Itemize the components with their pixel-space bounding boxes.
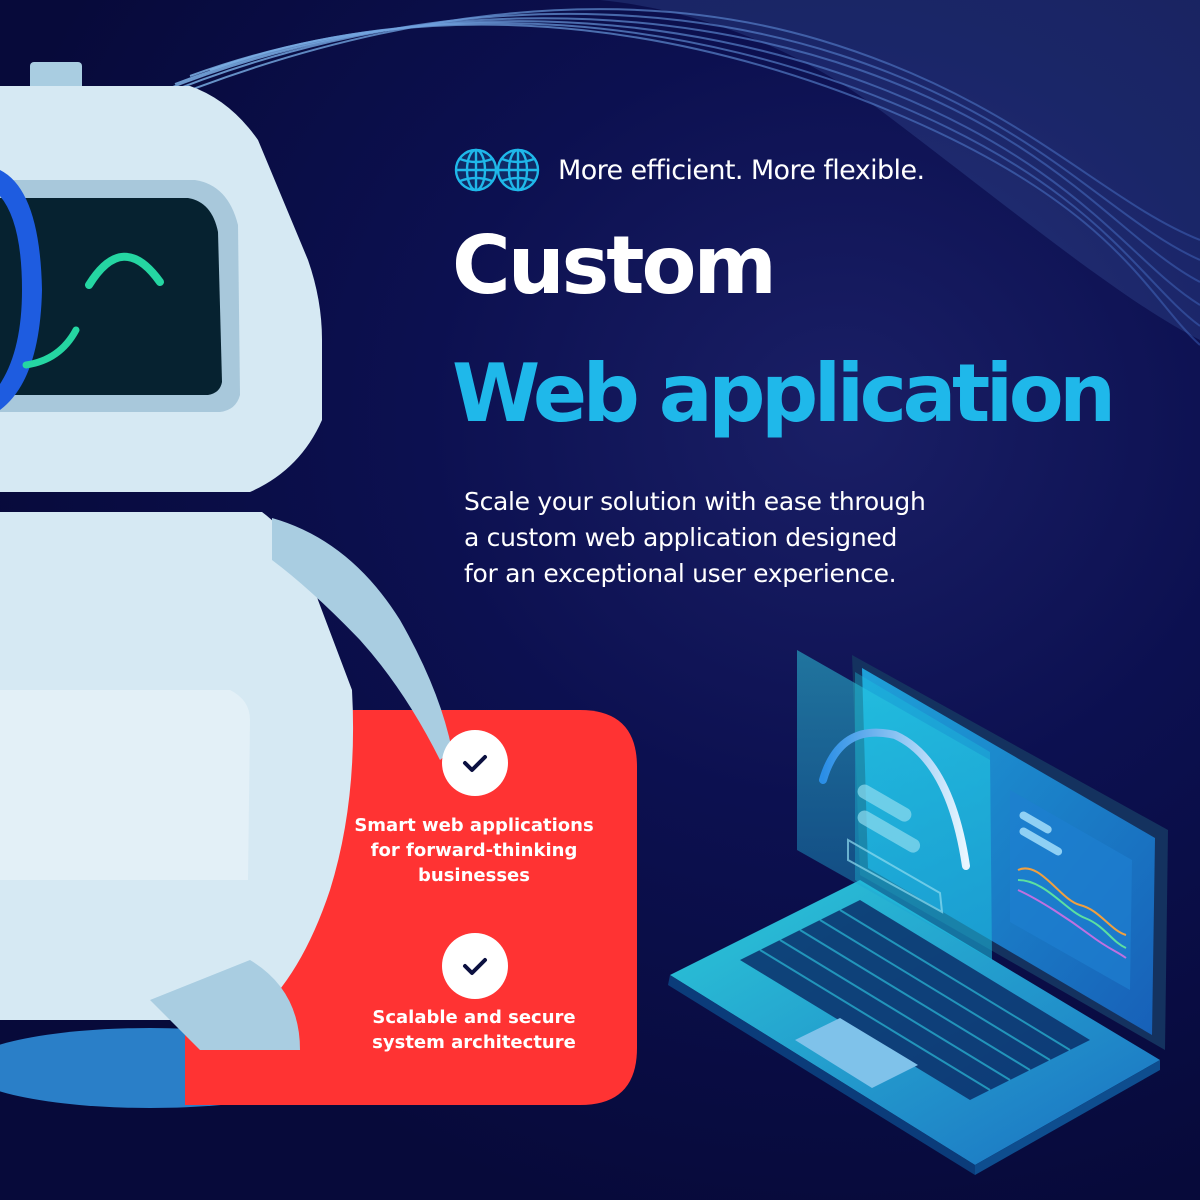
check-icon: [463, 958, 487, 975]
description-line: a custom web application designed: [464, 523, 898, 552]
feature-text: Smart web applications: [354, 815, 594, 836]
check-badge: [442, 933, 508, 999]
wave-ribbon: [139, 8, 1200, 346]
wave-ribbon-fill: [600, 0, 1200, 340]
feature-item: Scalable and secure system architecture: [324, 1005, 624, 1055]
globe-icon: [454, 148, 540, 192]
feature-text: system architecture: [372, 1032, 576, 1053]
laptop-illustration: [668, 650, 1168, 1175]
tagline-text: More efficient. More flexible.: [558, 154, 925, 186]
logo: [452, 146, 546, 194]
check-icon: [463, 755, 487, 772]
description-line: for an exceptional user experience.: [464, 559, 897, 588]
tagline: More efficient. More flexible.: [452, 146, 925, 194]
description: Scale your solution with ease through a …: [464, 484, 1024, 592]
check-badge: [442, 730, 508, 796]
feature-text: for forward-thinking: [370, 840, 578, 861]
feature-item: Smart web applications for forward-think…: [324, 813, 624, 888]
feature-text: businesses: [418, 865, 530, 886]
description-line: Scale your solution with ease through: [464, 487, 926, 516]
headline-line-1: Custom: [452, 219, 777, 312]
robot: [0, 62, 452, 1050]
feature-text: Scalable and secure: [372, 1007, 576, 1028]
headline-line-2: Web application: [452, 347, 1116, 440]
